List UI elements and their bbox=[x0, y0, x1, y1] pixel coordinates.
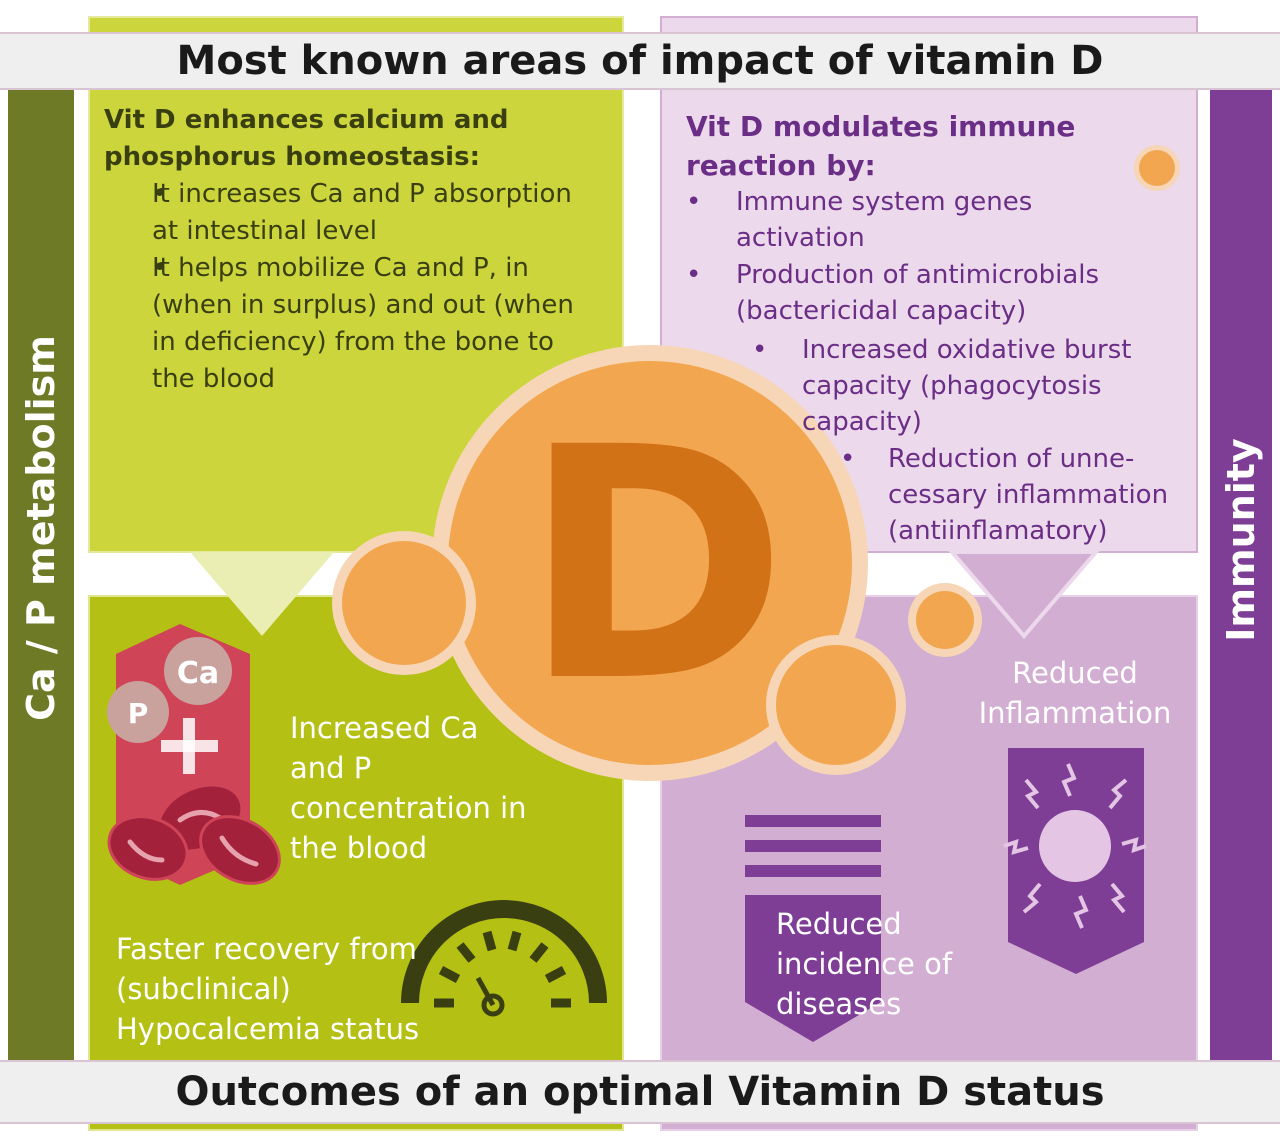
speedometer-icon bbox=[401, 900, 607, 1017]
p-label: P bbox=[128, 697, 149, 730]
blood-minerals-icon: Ca P bbox=[107, 624, 281, 885]
calcium-bullet-list: It increases Ca and P absorption at inte… bbox=[104, 176, 574, 398]
outcome-diseases-text: Reduced incidence of diseases bbox=[776, 907, 953, 1021]
header-banner: Most known areas of impact of vitamin D bbox=[0, 32, 1280, 90]
immunity-heading: Vit D modulates immune reaction by: bbox=[686, 110, 1076, 182]
vitamin-d-letter: D bbox=[522, 380, 788, 752]
calcium-heading: Vit D enhances calcium and phosphorus ho… bbox=[104, 105, 509, 172]
vitamin-d-molecule bbox=[332, 145, 1180, 781]
ca-label: Ca bbox=[177, 656, 219, 691]
disease-shield-icon bbox=[745, 815, 881, 1042]
outcome-inflammation-text: Reduced Inflammation bbox=[978, 656, 1172, 730]
immunity-bullet-1-row: • Immune system genes activation bbox=[686, 184, 1106, 256]
calcium-mechanism-text: Vit D enhances calcium and phosphorus ho… bbox=[104, 102, 574, 398]
outcome-recovery-text: Faster recovery from (subclinical) Hypoc… bbox=[116, 932, 420, 1046]
outcome-blood-text: Increased Ca and P concentration in the … bbox=[290, 711, 527, 865]
immunity-bullet-2-row: • Production of antimicrobials (bacteric… bbox=[686, 257, 1156, 329]
arrow-calcium bbox=[190, 552, 334, 636]
immunity-bullet-4: Reduction of unne-cessary inflammation (… bbox=[888, 444, 1169, 546]
immunity-bullet-1: Immune system genes activation bbox=[736, 187, 1033, 253]
calcium-bullet-2: It helps mobilize Ca and P, in (when in … bbox=[104, 250, 574, 398]
immunity-bullet-3: Increased oxidative burst capacity (phag… bbox=[802, 335, 1132, 437]
immunity-bullet-4-row: • Reduction of unne-cessary inflammation… bbox=[840, 441, 1200, 549]
footer-banner: Outcomes of an optimal Vitamin D status bbox=[0, 1060, 1280, 1124]
side-bar-right bbox=[1210, 88, 1272, 1060]
arrow-immunity bbox=[947, 550, 1101, 640]
immunity-bullet-3-row: • Increased oxidative burst capacity (ph… bbox=[752, 332, 1172, 440]
footer-title: Outcomes of an optimal Vitamin D status bbox=[175, 1069, 1105, 1115]
inflammation-shield-icon bbox=[1003, 748, 1147, 974]
side-bar-left bbox=[8, 88, 74, 1060]
calcium-bullet-1: It increases Ca and P absorption at inte… bbox=[104, 176, 574, 250]
immunity-bullet-2: Production of antimicrobials (bactericid… bbox=[736, 260, 1100, 326]
header-title: Most known areas of impact of vitamin D bbox=[176, 38, 1104, 84]
